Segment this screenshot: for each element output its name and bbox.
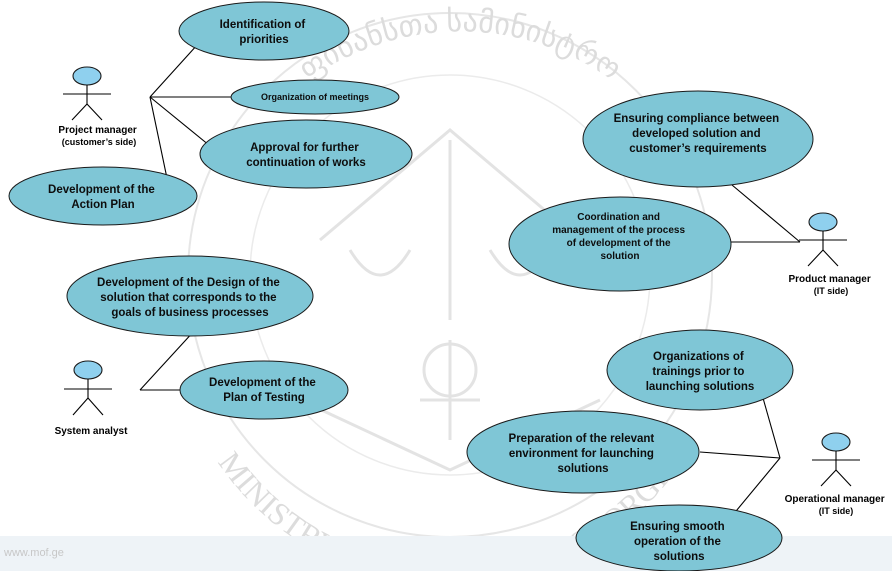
svg-text:Development of the Plan: Development of the Plan of Testing <box>209 377 319 404</box>
svg-text:Operational manager (IT: Operational manager (IT side) <box>785 494 888 516</box>
line-om-trainings <box>762 397 781 459</box>
actor-product-manager: Product manager (IT side) <box>788 212 873 296</box>
actor-project-manager: Project manager (customer’s side) <box>58 66 139 147</box>
svg-text:Development of the Design of t: Development of the Design of the solutio… <box>97 277 283 319</box>
svg-text:Development of the Actio: Development of the Action Plan <box>48 184 158 211</box>
use-case-ensuring-smooth-operation: Ensuring smooth operation of the solutio… <box>575 504 783 571</box>
line-pm-priorities <box>149 43 199 98</box>
svg-text:Ensuring compliance between: Ensuring compliance between developed so… <box>614 113 783 155</box>
line-pm-action-plan <box>149 96 169 184</box>
svg-text:Identification of priori: Identification of priorities <box>220 19 309 46</box>
svg-text:Approval for further con: Approval for further continuation of wor… <box>246 142 365 169</box>
line-pm-approval <box>149 96 216 151</box>
use-case-development-of-design: Development of the Design of the solutio… <box>66 255 314 337</box>
svg-text:Organization of meetings: Organization of meetings <box>261 92 369 102</box>
svg-text:Preparation of the relevant: Preparation of the relevant environment … <box>509 433 658 475</box>
svg-text:System analyst: System analyst <box>55 426 128 437</box>
stick-figure-icon <box>63 66 111 121</box>
line-prm-compliance <box>731 184 801 243</box>
stick-figure-icon <box>799 212 847 267</box>
actor-operational-manager: Operational manager (IT side) <box>785 432 888 516</box>
association-lines <box>139 43 801 529</box>
line-sa-design <box>139 329 196 391</box>
use-case-identification-of-priorities: Identification of priorities <box>178 1 350 61</box>
svg-text:Product manager (IT side: Product manager (IT side) <box>788 274 873 296</box>
svg-text:Ensuring smooth operatio: Ensuring smooth operation of the solutio… <box>630 521 728 563</box>
actor-system-analyst: System analyst <box>55 360 128 437</box>
stick-figure-icon <box>64 360 112 416</box>
line-om-preparation <box>699 451 781 459</box>
svg-text:Coordination and managem: Coordination and management of the proce… <box>552 212 688 262</box>
stick-figure-icon <box>812 432 860 487</box>
svg-text:Project manager (custome: Project manager (customer’s side) <box>58 125 139 147</box>
use-case-development-of-action-plan: Development of the Action Plan <box>8 166 198 226</box>
use-case-coordination-and-management: Coordination and management of the proce… <box>508 196 732 292</box>
footer-url: www.mof.ge <box>3 547 64 559</box>
use-case-approval-for-further-continuation: Approval for further continuation of wor… <box>199 119 413 189</box>
use-case-organization-of-meetings: Organization of meetings <box>230 79 400 115</box>
use-case-organizations-of-trainings: Organizations of trainings prior to laun… <box>606 329 794 411</box>
use-case-ensuring-compliance: Ensuring compliance between developed so… <box>582 90 814 188</box>
use-case-development-of-plan-of-testing: Development of the Plan of Testing <box>179 360 349 420</box>
svg-text:Organizations of trainin: Organizations of trainings prior to laun… <box>646 351 755 393</box>
use-case-preparation-of-environment: Preparation of the relevant environment … <box>466 410 700 494</box>
